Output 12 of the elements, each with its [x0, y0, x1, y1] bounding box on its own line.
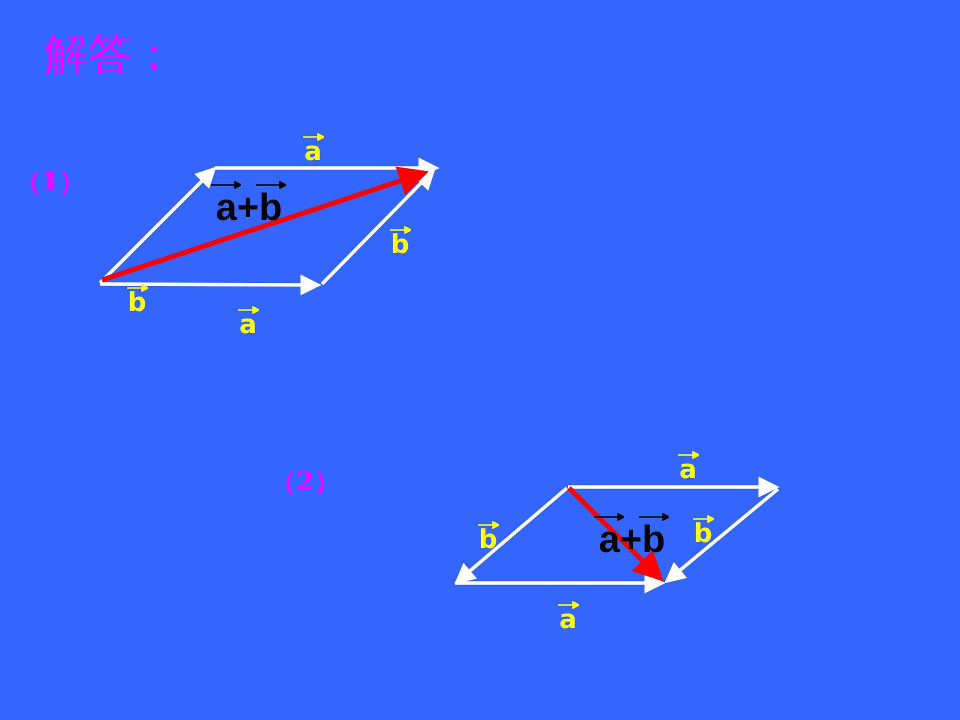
part-number: （1） — [14, 169, 86, 195]
vector-label: b — [478, 527, 498, 553]
vector-label: a — [304, 139, 322, 165]
vector-label: a — [559, 607, 577, 633]
vector-sum-label: a+b — [216, 189, 282, 227]
vector-label: b — [128, 290, 146, 316]
part-number: （2） — [270, 469, 340, 495]
vector-label: b — [390, 232, 410, 258]
vector-label: b — [694, 521, 712, 547]
title: 解答： — [44, 33, 176, 77]
vector-label: a — [679, 457, 697, 483]
vector-label: a — [239, 312, 257, 338]
